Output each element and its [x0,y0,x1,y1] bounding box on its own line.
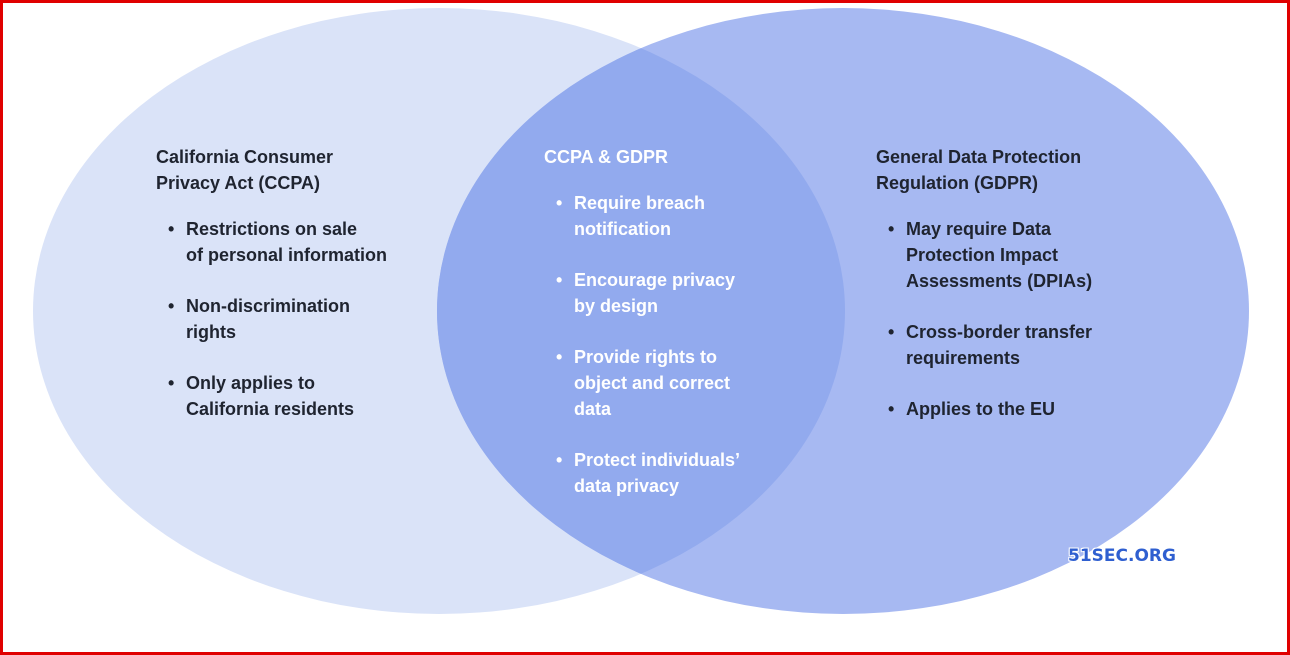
bullet-icon: • [888,322,895,342]
list-item-line: by design [574,296,659,316]
bullet-icon: • [888,399,895,419]
list-item: • Applies to the EU [876,396,1146,422]
ccpa-panel: California Consumer Privacy Act (CCPA) •… [156,144,426,447]
list-item-line: Encourage privacy [574,270,736,290]
list-item-line: Assessments (DPIAs) [906,271,1093,291]
list-item-line: data [574,399,612,419]
watermark-logo: 51SEC.ORG [1068,546,1176,566]
gdpr-heading-line1: General Data Protection [876,147,1082,167]
list-item-line: notification [574,219,671,239]
list-item: • Encourage privacy by design [544,267,774,319]
list-item-line: Require breach [574,193,706,213]
shared-list: • Require breach notification • Encourag… [544,190,774,499]
list-item-line: Protection Impact [906,245,1059,265]
list-item-line: Provide rights to [574,347,718,367]
list-item-line: May require Data [906,219,1052,239]
shared-panel: CCPA & GDPR • Require breach notificatio… [544,144,774,524]
list-item-line: Non-discrimination [186,296,351,316]
list-item: • Protect individuals’ data privacy [544,447,774,499]
bullet-icon: • [168,373,175,393]
list-item: • Only applies to California residents [156,370,426,422]
list-item: • Non-discrimination rights [156,293,426,345]
list-item-line: Protect individuals’ [574,450,741,470]
list-item: • May require Data Protection Impact Ass… [876,216,1146,294]
bullet-icon: • [556,450,563,470]
list-item-line: requirements [906,348,1021,368]
list-item: • Require breach notification [544,190,774,242]
ccpa-heading-line1: California Consumer [156,147,334,167]
list-item-line: object and correct [574,373,731,393]
list-item-line: data privacy [574,476,680,496]
bullet-icon: • [168,219,175,239]
list-item: • Restrictions on sale of personal infor… [156,216,426,268]
gdpr-heading-line2: Regulation (GDPR) [876,173,1038,193]
ccpa-heading: California Consumer Privacy Act (CCPA) [156,144,426,196]
list-item-line: Applies to the EU [906,399,1056,419]
bullet-icon: • [888,219,895,239]
overlap-region [437,8,845,614]
shared-heading: CCPA & GDPR [544,147,669,167]
bullet-icon: • [556,347,563,367]
list-item-line: rights [186,322,237,342]
gdpr-list: • May require Data Protection Impact Ass… [876,216,1146,422]
list-item-line: Cross-border transfer [906,322,1093,342]
ccpa-heading-line2: Privacy Act (CCPA) [156,173,321,193]
bullet-icon: • [168,296,175,316]
list-item: • Cross-border transfer requirements [876,319,1146,371]
list-item-line: of personal information [186,245,388,265]
bullet-icon: • [556,270,563,290]
list-item-line: California residents [186,399,355,419]
ccpa-list: • Restrictions on sale of personal infor… [156,216,426,422]
gdpr-heading: General Data Protection Regulation (GDPR… [876,144,1146,196]
list-item-line: Only applies to [186,373,316,393]
gdpr-panel: General Data Protection Regulation (GDPR… [876,144,1146,447]
list-item-line: Restrictions on sale [186,219,358,239]
bullet-icon: • [556,193,563,213]
list-item: • Provide rights to object and correct d… [544,344,774,422]
